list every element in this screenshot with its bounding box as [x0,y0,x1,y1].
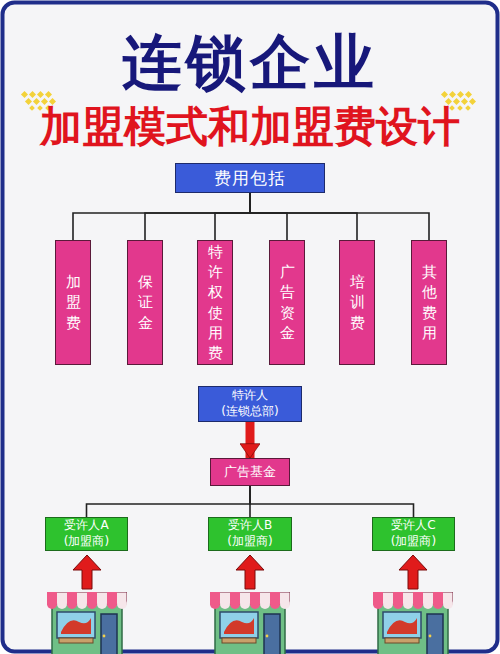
fee-box: 培训费 [339,240,375,365]
red-up-arrow [236,555,264,589]
fund-box: 广告基金 [210,458,290,486]
franchisee-box: 受许人B (加盟商) [208,517,292,551]
node-text: 其他费用 [421,262,437,343]
node-text: 广告资金 [279,262,295,343]
subtitle: 加盟模式和加盟费设计 [0,102,500,152]
node-text: 加盟费 [65,272,81,333]
fee-box: 广告资金 [269,240,305,365]
connector-line [215,193,250,240]
connector-line [250,193,287,240]
fee-box: 其他费用 [411,240,447,365]
fee-box: 特许权使用费 [197,240,233,365]
connector-line [250,193,429,240]
fee-box: 保证金 [127,240,163,365]
connector-line [250,193,357,240]
frame [3,3,498,652]
node-text: 广告基金 [224,463,276,481]
node-text: 受许人A (加盟商) [50,518,123,549]
franchisee-box: 受许人A (加盟商) [45,517,128,551]
connector-line [73,193,250,240]
node-text: 费用包括 [214,167,286,190]
red-arrow [246,422,255,458]
store-illustration [373,592,453,654]
category-box: 费用包括 [175,163,325,193]
store-illustration [210,592,290,654]
node-text: 受许人B (加盟商) [213,518,287,549]
node-text: 特许人 (连锁总部) [203,388,297,419]
connector-line [250,486,414,517]
title: 连锁企业 [0,24,500,100]
node-text: 保证金 [137,272,153,333]
connector-line [145,193,250,240]
connector-line [87,486,251,517]
fee-box: 加盟费 [55,240,91,365]
node-text: 培训费 [349,272,365,333]
red-up-arrow [399,555,427,589]
node-text: 特许权使用费 [207,242,223,364]
red-up-arrow [73,555,101,589]
franchisee-box: 受许人C (加盟商) [372,517,455,551]
franchisor-box: 特许人 (连锁总部) [198,386,302,422]
store-illustration [47,592,127,654]
connector-line [249,486,251,517]
node-text: 受许人C (加盟商) [377,518,450,549]
